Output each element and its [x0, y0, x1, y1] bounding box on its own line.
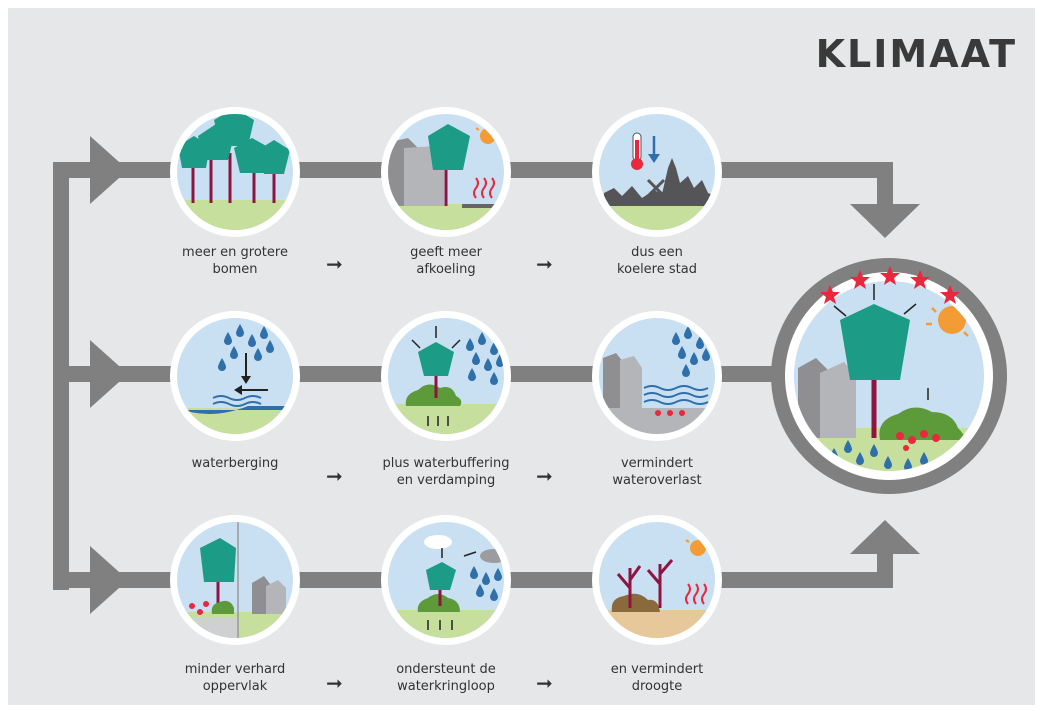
arrow-right-icon: ➞	[536, 671, 553, 695]
arrow-right-icon: ➞	[536, 252, 553, 276]
caption-line: afkoeling	[416, 262, 476, 277]
flow-arrow-middle	[90, 340, 128, 408]
caption-line: droogte	[631, 679, 683, 694]
forest-icon	[177, 114, 293, 230]
caption-step-3: dus een koelere stad	[567, 244, 747, 278]
tree-cloud-rain-icon	[388, 522, 504, 638]
caption-line: vermindert	[620, 456, 693, 471]
caption-step-4: waterberging	[145, 455, 325, 472]
caption-line: ondersteunt de	[396, 662, 496, 677]
dry-trees-sun-icon	[599, 522, 715, 638]
caption-line: minder verhard	[184, 662, 286, 677]
tree-paving-icon	[177, 522, 293, 638]
caption-line: meer en grotere	[182, 245, 288, 260]
caption-line: bomen	[212, 262, 258, 277]
caption-step-8: ondersteunt de waterkringloop	[356, 661, 536, 695]
flow-arrow-up	[850, 520, 920, 554]
caption-step-7: minder verhard oppervlak	[145, 661, 325, 695]
caption-line: plus waterbuffering	[382, 456, 510, 471]
arrow-right-icon: ➞	[326, 252, 343, 276]
arrow-right-icon: ➞	[326, 671, 343, 695]
rain-water-storage-icon	[177, 318, 293, 434]
caption-step-9: en vermindert droogte	[567, 661, 747, 695]
buildings-rain-water-icon	[599, 318, 715, 434]
diagram-canvas: KLIMAAT meer en grotere bomen geeft meer…	[8, 8, 1035, 705]
caption-line: geeft meer	[410, 245, 482, 260]
flow-arrow-down	[850, 204, 920, 238]
page-title: KLIMAAT	[815, 32, 1017, 76]
caption-line: waterkringloop	[397, 679, 495, 694]
climate-city-icon	[771, 258, 1007, 494]
caption-step-2: geeft meer afkoeling	[356, 244, 536, 278]
caption-line: koelere stad	[617, 262, 697, 277]
arrow-right-icon: ➞	[326, 464, 343, 488]
flow-arrow-bottom	[90, 546, 128, 614]
caption-line: en verdamping	[396, 473, 496, 488]
caption-line: wateroverlast	[612, 473, 702, 488]
flow-arrow-top	[90, 136, 128, 204]
caption-line: dus een	[631, 245, 683, 260]
arrow-right-icon: ➞	[536, 464, 553, 488]
star-ring	[820, 266, 960, 304]
tree-building-heat-icon	[388, 114, 504, 230]
caption-line: oppervlak	[202, 679, 268, 694]
caption-line: en vermindert	[610, 662, 704, 677]
caption-line: waterberging	[191, 456, 279, 471]
flow-diagram	[53, 107, 1007, 645]
caption-step-6: vermindert wateroverlast	[567, 455, 747, 489]
tree-rain-evaporation-icon	[388, 318, 504, 434]
thermometer-city-icon	[599, 114, 715, 230]
caption-step-5: plus waterbuffering en verdamping	[356, 455, 536, 489]
caption-step-1: meer en grotere bomen	[145, 244, 325, 278]
